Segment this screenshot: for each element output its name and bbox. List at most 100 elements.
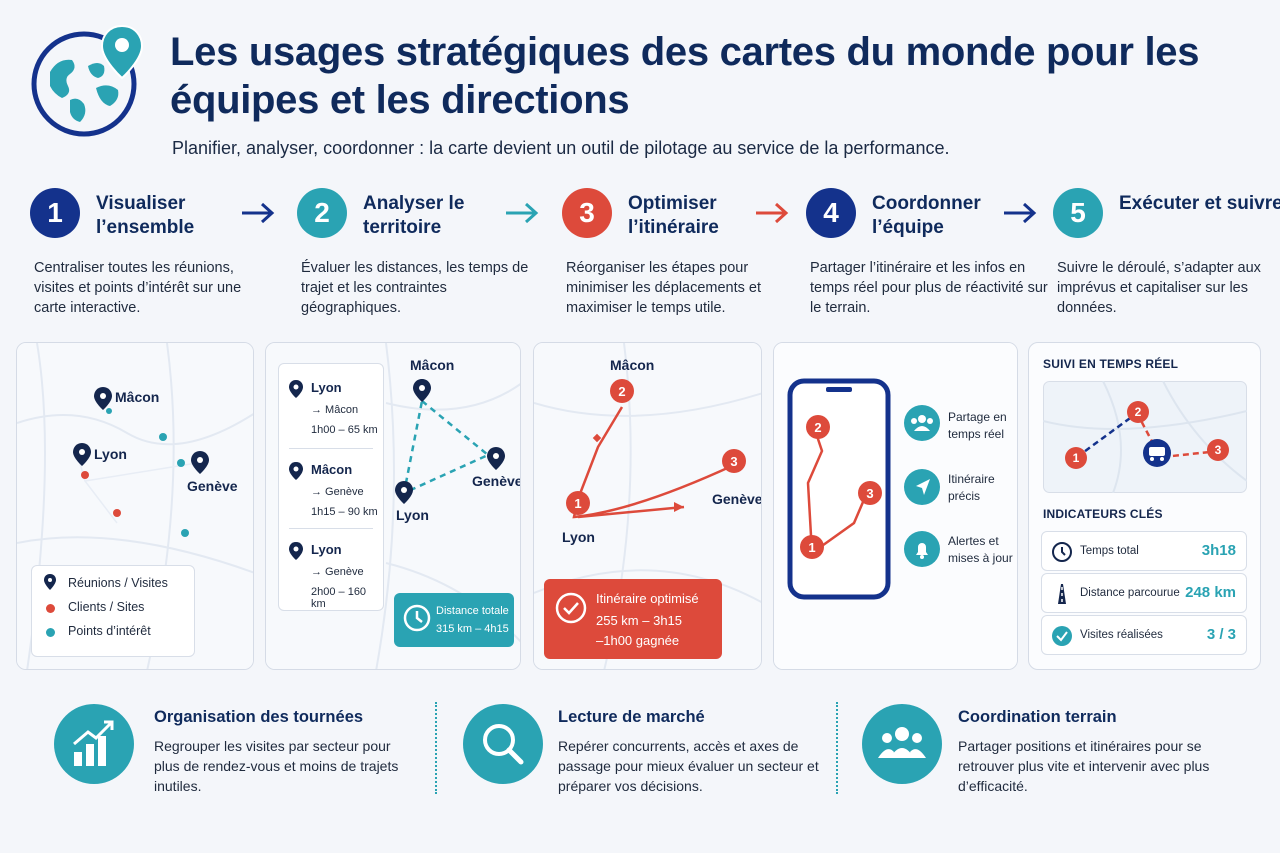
team-share-icon bbox=[904, 405, 940, 441]
step-description: Suivre le déroulé, s’adapter aux imprévu… bbox=[1057, 260, 1261, 316]
trip-destination: → Genève bbox=[311, 486, 364, 498]
total-distance-box: Distance totale 315 km – 4h15 bbox=[394, 593, 514, 647]
panel-optimized-route: Mâcon Genève Lyon 2 3 1 Itinéraire optim… bbox=[533, 342, 762, 670]
kpi-value: 3h18 bbox=[1201, 542, 1236, 559]
city-label-macon: Mâcon bbox=[115, 389, 160, 405]
route-stop-marker: 3 bbox=[1207, 439, 1229, 461]
trip-list: Lyon → Mâcon 1h00 – 65 km Mâcon → Genève… bbox=[278, 363, 384, 611]
usage-description: Partager positions et itinéraires pour s… bbox=[958, 738, 1210, 794]
team-icon bbox=[862, 704, 942, 784]
live-tracking-title: SUIVI EN TEMPS RÉEL bbox=[1043, 357, 1179, 371]
road-icon bbox=[1058, 584, 1066, 604]
city-label-macon: Mâcon bbox=[410, 357, 455, 373]
route-stop-marker: 1 bbox=[1065, 447, 1087, 469]
kpi-distance: Distance parcourue 248 km bbox=[1041, 573, 1247, 613]
pin-icon bbox=[289, 462, 303, 480]
kpi-section-title: INDICATEURS CLÉS bbox=[1043, 507, 1163, 521]
trip-destination: → Genève bbox=[311, 566, 364, 578]
usage-description: Repérer concurrents, accès et axes de pa… bbox=[558, 738, 819, 794]
divider bbox=[289, 528, 373, 529]
city-label-geneve: Genève bbox=[472, 473, 521, 489]
trip-origin: Lyon bbox=[311, 380, 342, 395]
clock-icon bbox=[403, 604, 431, 632]
kpi-label: Temps total bbox=[1080, 545, 1139, 557]
usage-description: Regrouper les visites par secteur pour p… bbox=[154, 738, 399, 794]
feature-precise-route: Itinéraire précis bbox=[948, 472, 995, 503]
pin-icon bbox=[289, 380, 303, 398]
step-description: Évaluer les distances, les temps de traj… bbox=[301, 260, 529, 316]
arrow-right-icon bbox=[506, 202, 539, 224]
kpi-total-time: Temps total 3h18 bbox=[1041, 531, 1247, 571]
panel-tracking: SUIVI EN TEMPS RÉEL 1 2 3 INDICATEURS CL… bbox=[1028, 342, 1261, 670]
check-circle-icon bbox=[1052, 626, 1072, 646]
usage-title: Coordination terrain bbox=[958, 708, 1117, 726]
route-stop-marker: 2 bbox=[1127, 401, 1149, 423]
optimized-route-box: Itinéraire optimisé 255 km – 3h15 –1h00 … bbox=[544, 579, 722, 659]
trip-origin: Mâcon bbox=[311, 462, 353, 477]
kpi-value: 3 / 3 bbox=[1206, 626, 1236, 643]
chart-up-icon bbox=[54, 704, 134, 784]
map-legend: Réunions / Visites Clients / Sites Point… bbox=[31, 565, 195, 657]
total-distance-label: Distance totale bbox=[436, 605, 509, 617]
panel-territory-analysis: Lyon → Mâcon 1h00 – 65 km Mâcon → Genève… bbox=[265, 342, 521, 670]
bell-icon bbox=[904, 531, 940, 567]
arrow-right-icon bbox=[1004, 202, 1037, 224]
dotted-divider bbox=[836, 702, 838, 794]
step-description: Partager l’itinéraire et les infos en te… bbox=[810, 260, 1048, 316]
kpi-value: 248 km bbox=[1185, 584, 1236, 601]
route-stop-marker: 3 bbox=[722, 449, 746, 473]
arrow-right-icon bbox=[756, 202, 789, 224]
clock-icon bbox=[1052, 542, 1072, 562]
checkmark-circle-icon bbox=[555, 592, 587, 624]
feature-realtime-sharing: Partage en temps réel bbox=[948, 410, 1007, 441]
panel-overview-map: Mâcon Lyon Genève Réunions / Visites Cli… bbox=[16, 342, 254, 670]
optimized-route-title: Itinéraire optimisé bbox=[596, 591, 699, 606]
legend-item-meetings: Réunions / Visites bbox=[68, 576, 168, 590]
page-subtitle: Planifier, analyser, coordonner : la car… bbox=[172, 138, 950, 158]
route-stop-marker: 3 bbox=[858, 481, 882, 505]
panel-team-coordination: 2 3 1 Partage en temps réel Itinéraire p… bbox=[773, 342, 1018, 670]
step-number: 1 bbox=[30, 188, 80, 238]
feature-alerts: Alertes et mises à jour bbox=[948, 534, 1013, 565]
pin-icon bbox=[44, 574, 56, 590]
city-label-macon: Mâcon bbox=[610, 357, 655, 373]
step-description: Centraliser toutes les réunions, visites… bbox=[34, 260, 242, 316]
phone-illustration bbox=[774, 343, 1017, 669]
dotted-divider bbox=[435, 702, 437, 794]
trip-origin: Lyon bbox=[311, 542, 342, 557]
step-description: Réorganiser les étapes pour minimiser le… bbox=[566, 260, 762, 316]
kpi-visits: Visites réalisées 3 / 3 bbox=[1041, 615, 1247, 655]
trip-duration: 2h00 – 160 km bbox=[311, 586, 367, 610]
city-label-geneve: Genève bbox=[187, 478, 238, 494]
step-title: Coordonner l’équipe bbox=[872, 193, 981, 238]
page-title: Les usages stratégiques des cartes du mo… bbox=[170, 30, 1200, 122]
globe-pin-logo-icon bbox=[31, 24, 144, 137]
divider bbox=[289, 448, 373, 449]
step-title: Visualiser l’ensemble bbox=[96, 193, 195, 238]
optimized-route-gain: –1h00 gagnée bbox=[596, 633, 680, 648]
total-distance-value: 315 km – 4h15 bbox=[436, 623, 509, 635]
city-label-lyon: Lyon bbox=[94, 446, 127, 462]
city-label-lyon: Lyon bbox=[396, 507, 429, 523]
route-stop-marker: 2 bbox=[610, 379, 634, 403]
step-title: Optimiser l’itinéraire bbox=[628, 193, 719, 238]
step-number: 2 bbox=[297, 188, 347, 238]
trip-destination: → Mâcon bbox=[311, 404, 359, 416]
live-map bbox=[1043, 381, 1247, 493]
step-title: Exécuter et suivre bbox=[1119, 193, 1280, 214]
arrow-right-icon bbox=[242, 202, 275, 224]
route-stop-marker: 1 bbox=[800, 535, 824, 559]
kpi-label: Distance parcourue bbox=[1080, 587, 1180, 599]
route-stop-marker: 1 bbox=[566, 491, 590, 515]
usage-title: Lecture de marché bbox=[558, 708, 705, 726]
step-title: Analyser le territoire bbox=[363, 193, 465, 238]
legend-dot-red bbox=[46, 604, 55, 613]
optimized-route-value: 255 km – 3h15 bbox=[596, 613, 683, 628]
kpi-label: Visites réalisées bbox=[1080, 629, 1163, 641]
pin-icon bbox=[289, 542, 303, 560]
step-number: 3 bbox=[562, 188, 612, 238]
step-number: 5 bbox=[1053, 188, 1103, 238]
legend-dot-teal bbox=[46, 628, 55, 637]
city-label-geneve: Genève bbox=[712, 491, 762, 507]
navigation-arrow-icon bbox=[904, 469, 940, 505]
